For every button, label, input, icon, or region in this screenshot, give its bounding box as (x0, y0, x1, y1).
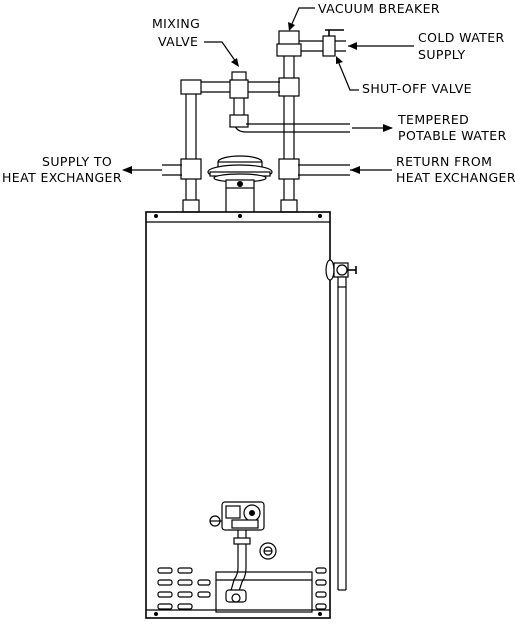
sight-glass (259, 542, 277, 560)
label-cold-water-line2: SUPPLY (418, 47, 466, 62)
leader-cold-water (348, 42, 414, 50)
label-mixing-valve-line2: VALVE (158, 34, 198, 49)
leader-shutoff-valve (336, 56, 359, 91)
leader-vacuum-breaker (288, 7, 315, 31)
shutoff-valve (322, 35, 336, 57)
leader-supply-to (122, 166, 162, 174)
label-supply-to-line2: HEAT EXCHANGER (2, 170, 122, 185)
relief-valve (325, 259, 357, 591)
label-tempered-line2: POTABLE WATER (398, 128, 507, 143)
label-cold-water-line1: COLD WATER (418, 30, 505, 45)
label-supply-to-line1: SUPPLY TO (42, 154, 112, 169)
leader-return-from (350, 166, 392, 174)
vacuum-breaker (278, 30, 300, 46)
burner-access-door (215, 571, 313, 613)
label-return-from-line2: HEAT EXCHANGER (396, 170, 515, 185)
label-mixing-valve-line1: MIXING (152, 16, 200, 31)
louvers-left (157, 567, 211, 610)
water-heater-tank (145, 211, 331, 619)
label-tempered-line1: TEMPERED (397, 112, 469, 127)
gas-control-valve (209, 501, 265, 545)
leader-tempered (352, 124, 393, 132)
label-return-from-line1: RETURN FROM (396, 154, 492, 169)
burner-tube (225, 544, 247, 603)
leader-mixing-valve (204, 41, 239, 67)
label-shutoff-valve: SHUT-OFF VALVE (362, 81, 472, 96)
louvers-right (315, 567, 327, 610)
piping (162, 29, 350, 213)
label-vacuum-breaker: VACUUM BREAKER (318, 1, 440, 16)
draft-hood (207, 155, 273, 212)
